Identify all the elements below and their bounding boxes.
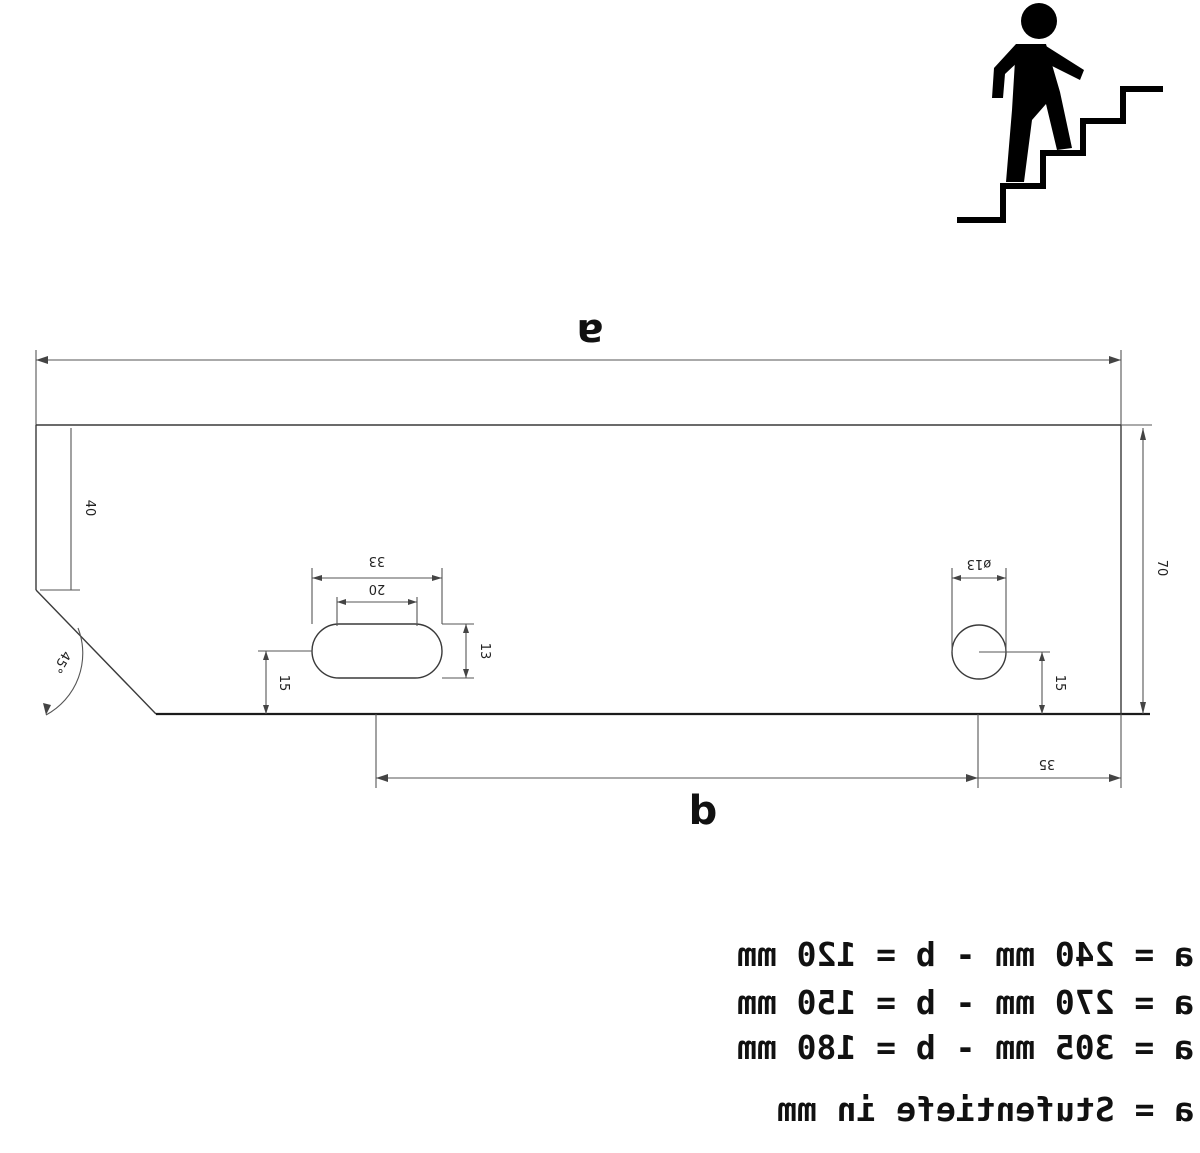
label-35: 35	[1039, 756, 1056, 771]
spec-line-3: a = 305 mm - b = 180 mm	[737, 1028, 1194, 1067]
label-15-right: 15	[1052, 675, 1067, 692]
label-15-left: 15	[276, 675, 291, 692]
label-33: 33	[369, 553, 386, 568]
dimension-b: 35 b	[375, 714, 1122, 834]
label-13: 13	[477, 643, 492, 660]
label-b: b	[689, 788, 718, 834]
label-diameter-13: ø13	[967, 556, 992, 571]
label-70: 70	[1154, 560, 1169, 577]
label-20: 20	[369, 581, 386, 596]
dimension-40: 40	[40, 428, 97, 591]
legend-text: a = Stufentiefe in mm	[776, 1090, 1194, 1129]
oblong-slot: 33 20 13 15	[258, 553, 492, 714]
round-hole: ø13 15	[951, 556, 1067, 714]
angle-45: 45°	[43, 627, 84, 716]
spec-line-2: a = 270 mm - b = 150 mm	[737, 983, 1194, 1022]
spec-line-1: a = 240 mm - b = 120 mm	[737, 935, 1194, 974]
label-angle: 45°	[49, 648, 74, 675]
person-climbing-stairs-icon	[957, 3, 1163, 223]
dimension-a: a	[35, 310, 1122, 425]
step-outline	[35, 424, 1150, 716]
label-a: a	[577, 310, 604, 356]
label-40: 40	[82, 500, 97, 517]
dimension-70: 70	[1121, 424, 1169, 714]
